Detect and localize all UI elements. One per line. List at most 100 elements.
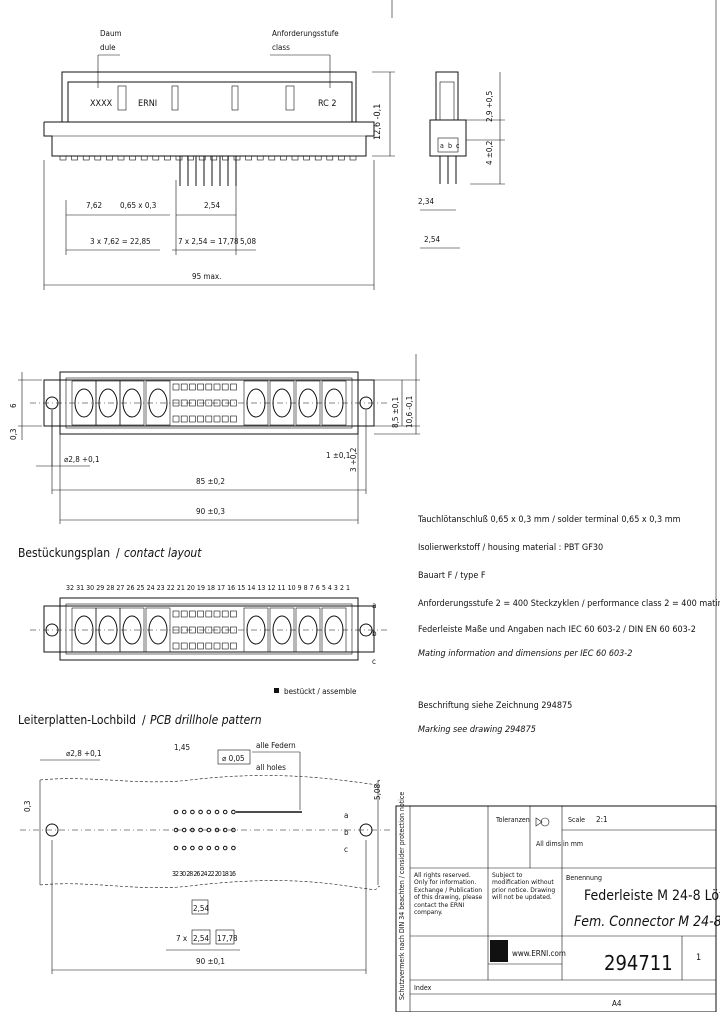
marking-xxxx: XXXX [90,99,113,109]
signal-contact [197,642,204,650]
housing-slot [303,155,310,161]
power-contact [246,388,266,418]
signal-contact [172,626,180,634]
layout-row-a: a [372,601,376,610]
contact-layout: Bestückungsplan / contact layout 32 31 3… [18,546,390,696]
pcb-row-a: a [344,811,348,820]
side-row-a: a [440,142,444,150]
front-view: 6 0,3 ⌀2,8 +0,1 1 ±0,1 3 +0,2 85 ±0,2 90… [9,354,420,524]
pcb-drill-hole [214,809,220,815]
signal-contact [172,415,180,423]
contact-cavity [119,607,145,653]
dim-29: 2,9 +0,5 [485,91,494,122]
pcb-title-separator: / [142,713,146,727]
signal-contact [221,383,229,391]
power-contact [98,388,118,418]
dim-d28-front: ⌀2,8 +0,1 [64,455,100,464]
scale-value: 2:1 [596,815,608,824]
signal-contact [205,642,213,650]
signal-contact [221,610,229,618]
power-contact [272,615,292,645]
housing-slot [106,155,113,161]
housing-slot [94,155,102,161]
contact-cavity [145,380,171,426]
pcb-title-de: Leiterplatten-Lochbild [18,713,136,727]
part-number: 294711 [604,951,673,975]
signal-contact [197,610,204,618]
format-label: A4 [612,999,622,1008]
power-contact [272,388,292,418]
pcb-dim-254b: 2,54 [193,934,209,943]
signal-contact [172,383,180,391]
company-url: www.ERNI.com [512,949,566,958]
signal-contact [213,383,221,391]
power-contact [246,615,266,645]
dim-1-front: 1 ±0,1 [326,451,350,460]
power-contact [298,615,318,645]
contact-cavity [295,380,321,426]
power-contact [298,388,318,418]
housing-slot [268,155,276,161]
signal-contact [230,399,237,407]
subject-text: Subject to modification without prior no… [492,872,556,902]
dim-4: 4 ±0,2 [485,141,494,165]
dim-762: 7,62 [86,201,102,210]
pcb-drill-hole [231,809,236,815]
signal-contact [213,415,221,423]
note-1: Tauchlötanschluß 0,65 x 0,3 mm / solder … [417,515,681,525]
contact-cavity [243,380,269,426]
contact-cavity [321,380,347,426]
note-6: Mating information and dimensions per IE… [418,649,632,659]
marking-rc: RC 2 [318,99,337,109]
power-contact [324,615,344,645]
housing-slot [117,155,125,161]
dim-90: 90 ±0,3 [196,507,225,516]
callout-design-1: Daum [100,29,122,38]
rights-box: All rights reserved. Only for informatio… [414,872,482,916]
signal-contact [230,415,237,423]
pcb-drill-hole [190,809,195,815]
housing-slot [338,155,345,161]
signal-contact [180,399,188,407]
pcb-drill-hole [198,809,203,815]
signal-contact [205,610,213,618]
scale-label: Scale [568,816,585,824]
contact-cavity [145,607,171,653]
signal-contact [221,642,229,650]
signal-contact [180,610,188,618]
signal-contact [221,399,229,407]
sheet-number: 1 [696,953,701,963]
housing-slot [164,155,171,161]
signal-contact [213,399,221,407]
signal-contact [221,626,229,634]
signal-contact [205,383,213,391]
pcb-drill-hole [173,845,179,851]
pcb-dim-d28: ⌀2,8 +0,1 [66,749,102,758]
contact-cavity [269,380,295,426]
signal-contact [230,383,237,391]
housing-slot [291,155,299,161]
pcb-dim-03: 0,3 [23,801,32,812]
dim-7x254: 7 x 2,54 = 17,78 [178,237,239,246]
signal-contact [213,610,221,618]
housing-slot [140,155,148,161]
power-contact [122,388,142,418]
housing-slot [82,155,90,161]
housing-slot [245,155,252,161]
side-view: a b c 2,9 +0,5 4 ±0,2 2,34 2,54 [418,71,505,249]
signal-contact [189,626,196,634]
housing-slot [175,155,183,161]
note-7: Beschriftung siehe Zeichnung 294875 [418,701,572,711]
callout-class-1: Anforderungsstufe [272,29,339,38]
signal-contact [172,399,180,407]
pcb-drill-hole [181,845,187,851]
pcb-drill-hole [222,827,228,833]
contact-cavity [243,607,269,653]
assembled-legend: bestückt / assemble [284,687,357,696]
dim-terminal: 0,65 x 0,3 [120,201,156,210]
pcb-drill-hole [231,827,236,833]
signal-contact [197,415,204,423]
dim-254-top: 2,54 [204,201,220,210]
signal-contact [189,415,196,423]
pcb-drill-hole [214,827,220,833]
